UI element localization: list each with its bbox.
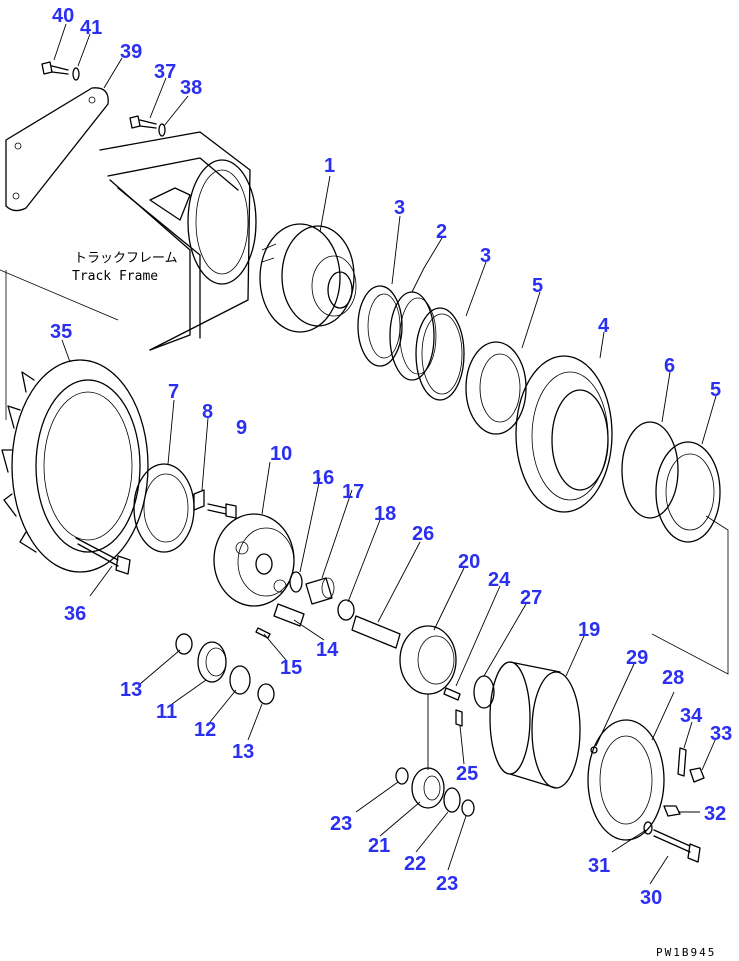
track-frame-label: トラックフレーム Track Frame [72, 251, 178, 284]
pin-34 [677, 747, 687, 777]
hub-4 [515, 355, 613, 513]
shaft-14 [273, 603, 305, 627]
callout-17: 17 [342, 481, 364, 503]
leader-lines [53, 23, 729, 885]
bearing-22 [443, 787, 461, 813]
thrust-washer-13-left [175, 633, 193, 655]
thrust-washer-23-right [461, 799, 475, 817]
callout-35: 35 [50, 321, 72, 343]
travel-motor [259, 223, 357, 333]
callout-30: 30 [640, 887, 662, 909]
callout-22: 22 [404, 853, 426, 875]
plug-33 [689, 767, 705, 783]
bolt-40 [41, 61, 69, 75]
carrier-10 [213, 513, 295, 607]
track-frame [0, 131, 257, 351]
planet-gear-21 [411, 767, 445, 809]
pin-24 [443, 687, 461, 701]
callout-25: 25 [456, 763, 478, 785]
callout-32: 32 [704, 803, 726, 825]
carrier-20 [399, 625, 457, 695]
bearing-5-left [465, 341, 527, 435]
callout-15: 15 [280, 657, 302, 679]
callout-31: 31 [588, 855, 610, 877]
callout-23-left: 23 [330, 813, 352, 835]
callout-3-left: 3 [394, 197, 405, 219]
washer-41 [72, 67, 80, 81]
callout-26: 26 [412, 523, 434, 545]
callout-6: 6 [664, 355, 675, 377]
callout-2: 2 [436, 221, 447, 243]
svg-text:Track Frame: Track Frame [72, 269, 158, 284]
callout-12: 12 [194, 719, 216, 741]
cover-plate [5, 87, 109, 212]
floating-seal-3-right [415, 307, 465, 401]
pin-25 [455, 709, 463, 727]
bearing-5-right [655, 441, 721, 543]
callout-41: 41 [80, 17, 102, 39]
callout-37: 37 [154, 61, 176, 83]
pin-15 [255, 627, 271, 639]
needle-bearing-12 [229, 665, 251, 695]
bolt-30 [653, 829, 701, 863]
drawing-code: PW1B945 [656, 946, 716, 959]
callout-34: 34 [680, 705, 703, 727]
callout-16: 16 [312, 467, 334, 489]
callout-1: 1 [324, 155, 335, 177]
callout-13-left: 13 [120, 679, 142, 701]
plug-32 [663, 805, 681, 817]
callout-9: 9 [236, 417, 247, 439]
ring-6 [621, 421, 679, 519]
snap-ring-16 [289, 571, 303, 593]
floating-seal-2 [389, 291, 437, 381]
svg-text:トラックフレーム: トラックフレーム [74, 251, 178, 266]
thrust-washer-23-left [395, 767, 409, 785]
washer-31 [643, 821, 653, 835]
callout-20: 20 [458, 551, 480, 573]
callout-13-right: 13 [232, 741, 254, 763]
callout-28: 28 [662, 667, 684, 689]
callout-39: 39 [120, 41, 142, 63]
callout-36: 36 [64, 603, 86, 625]
callout-labels: 40 41 39 37 38 1 3 2 3 5 4 6 5 35 7 8 9 … [50, 5, 732, 909]
bolt-9 [207, 503, 237, 519]
planet-gear-11 [197, 641, 227, 683]
callout-7: 7 [168, 381, 179, 403]
callout-27: 27 [520, 587, 542, 609]
callout-14: 14 [316, 639, 339, 661]
plug-29 [590, 746, 598, 754]
ring-gear-19 [489, 661, 581, 789]
callout-23-right: 23 [436, 873, 458, 895]
callout-11: 11 [156, 701, 177, 723]
floating-seal-3-left [357, 285, 403, 367]
bolt-36 [75, 537, 131, 575]
callout-4: 4 [598, 315, 610, 337]
callout-19: 19 [578, 619, 600, 641]
callout-38: 38 [180, 77, 202, 99]
callout-18: 18 [374, 503, 396, 525]
ring-18 [337, 599, 355, 621]
cover-28 [587, 719, 665, 841]
sprocket-35 [1, 270, 149, 573]
callout-33: 33 [710, 723, 732, 745]
bolt-37 [129, 115, 157, 129]
callout-3-right: 3 [480, 245, 491, 267]
callout-5-left: 5 [532, 275, 543, 297]
callout-5-right: 5 [710, 379, 721, 401]
stopper-8 [193, 489, 205, 511]
callout-40: 40 [52, 5, 74, 27]
callout-10: 10 [270, 443, 292, 465]
callout-8: 8 [202, 401, 213, 423]
callout-21: 21 [368, 835, 390, 857]
sun-gear-shaft-26 [351, 615, 401, 649]
thrust-washer-13-right [257, 683, 275, 705]
sleeve-17 [305, 577, 335, 605]
callout-29: 29 [626, 647, 648, 669]
callout-24: 24 [488, 569, 511, 591]
washer-38 [158, 123, 166, 137]
